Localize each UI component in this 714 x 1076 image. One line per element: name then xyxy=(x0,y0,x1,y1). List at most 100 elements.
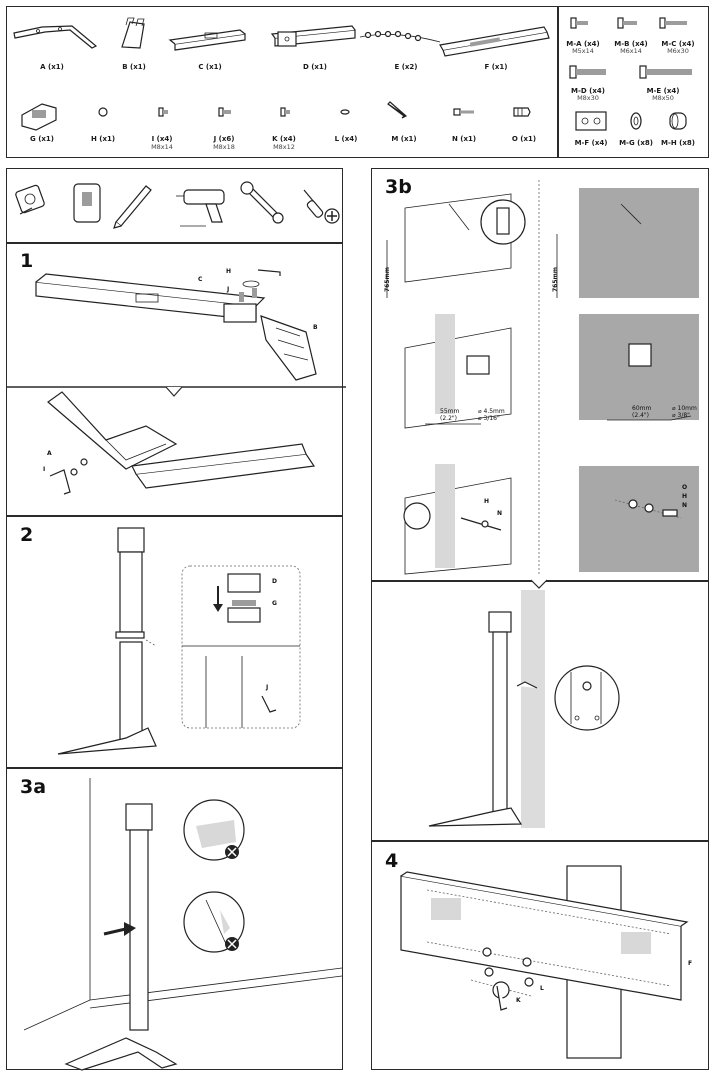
step-1-tag-a: A xyxy=(47,450,52,457)
step-2-tag-j: J xyxy=(266,684,269,691)
hw-ma-icon xyxy=(570,17,588,29)
part-a-label: A (x1) xyxy=(40,63,64,71)
step-1-tag-b: B xyxy=(313,324,318,331)
part-h-icon xyxy=(98,107,108,117)
hw-mb-icon xyxy=(617,17,637,29)
step-3b-tag-o: O xyxy=(682,484,688,491)
step-3b-tag-h-right: H xyxy=(682,493,688,500)
hw-mg-icon xyxy=(630,112,642,130)
hw-mf-label: M-F (x4) xyxy=(574,139,608,147)
step-3a-number: 3a xyxy=(20,776,47,798)
part-n-icon xyxy=(453,108,474,116)
part-i-icon xyxy=(158,107,168,117)
part-l-label: L (x4) xyxy=(334,135,358,143)
step-1-illustration xyxy=(6,269,346,495)
step-3a-illustration xyxy=(23,778,343,1071)
step-3b-tag-n-left: N xyxy=(497,510,503,517)
part-m-icon xyxy=(387,101,408,119)
part-h-label: H (x1) xyxy=(90,135,116,143)
part-c-icon xyxy=(168,29,246,51)
step-1-divider xyxy=(7,515,342,517)
step-3b-tag-h-left: H xyxy=(484,498,490,505)
hw-mh-icon xyxy=(669,112,687,130)
hw-mc-icon xyxy=(659,17,687,29)
parts-divider xyxy=(557,7,559,157)
parts-illustrations xyxy=(13,17,692,131)
part-k-label: K (x4) xyxy=(272,135,296,143)
drill-icon xyxy=(176,189,225,227)
screwdriver-icon xyxy=(303,189,340,224)
drill-left-dia-in: ⌀ 3/16" xyxy=(478,415,500,422)
step-4-tag-k: K xyxy=(516,997,521,1004)
part-a-icon xyxy=(13,25,98,49)
part-j-size: M8x18 xyxy=(213,143,235,151)
hw-me-label: M-E (x4) xyxy=(646,87,680,95)
part-n-label: N (x1) xyxy=(451,135,477,143)
step-2-divider xyxy=(7,767,342,769)
part-k-icon xyxy=(280,107,290,117)
step-3b-mount-illustration xyxy=(428,579,620,828)
part-b-label: B (x1) xyxy=(122,63,146,71)
tools-divider xyxy=(7,242,342,244)
step-4-tag-l: L xyxy=(540,985,544,992)
hw-mf-icon xyxy=(575,111,607,131)
wrench-icon xyxy=(240,181,284,224)
stud-finder-icon xyxy=(73,183,101,223)
step-3b-height-right: 765mm xyxy=(552,266,559,292)
drill-right-dia: ⌀ 10mm xyxy=(672,405,697,412)
part-e-label: E (x2) xyxy=(394,63,418,71)
step-1-tag-h: H xyxy=(226,268,232,275)
step-1-tag-c: C xyxy=(198,276,203,283)
step-4-divider xyxy=(372,840,708,842)
part-j-icon xyxy=(218,107,231,117)
step-3b-height-left: 765mm xyxy=(384,266,391,292)
left-column-frame xyxy=(6,168,343,1070)
step-4-illustration xyxy=(400,865,689,1059)
step-4-tag-f: F xyxy=(688,960,693,967)
part-b-icon xyxy=(121,17,145,49)
drill-right-dia-in: ⌀ 3/8" xyxy=(672,412,690,419)
part-k-size: M8x12 xyxy=(273,143,295,151)
hw-mc-size: M6x30 xyxy=(667,47,689,55)
drill-left-depth-in: (2.2") xyxy=(440,415,457,422)
step-1-tag-i: I xyxy=(43,466,46,473)
part-e-icon xyxy=(359,30,441,43)
part-g-label: G (x1) xyxy=(30,135,54,143)
hw-me-size: M8x50 xyxy=(652,94,674,102)
part-j-label: J (x6) xyxy=(213,135,235,143)
drill-left-depth: 55mm xyxy=(440,408,460,415)
step-3b-illustration xyxy=(386,180,699,576)
hw-md-label: M-D (x4) xyxy=(571,87,605,95)
part-d-label: D (x1) xyxy=(302,63,328,71)
part-i-label: I (x4) xyxy=(151,135,173,143)
parts-panel xyxy=(6,6,709,158)
part-o-label: O (x1) xyxy=(511,135,537,143)
drill-right-depth-in: (2.4") xyxy=(632,412,649,419)
hw-md-size: M8x30 xyxy=(577,94,599,102)
tape-measure-icon xyxy=(15,184,45,215)
hw-mb-size: M6x14 xyxy=(620,47,642,55)
step-3b-tag-n-right: N xyxy=(682,502,688,509)
tools-row xyxy=(15,181,340,229)
step-2-tag-d: D xyxy=(272,578,277,585)
hw-md-icon xyxy=(569,65,606,79)
step-3b-number: 3b xyxy=(385,176,412,198)
step-2-illustration xyxy=(57,527,301,755)
part-i-size: M8x14 xyxy=(151,143,173,151)
step-4-number: 4 xyxy=(385,850,399,872)
hw-mb-label: M-B (x4) xyxy=(614,40,648,48)
part-d-icon xyxy=(270,25,356,47)
part-l-icon xyxy=(340,109,350,115)
part-f-icon xyxy=(439,26,550,57)
hw-me-icon xyxy=(639,65,692,79)
hw-ma-label: M-A (x4) xyxy=(566,40,600,48)
hw-mc-label: M-C (x4) xyxy=(661,40,695,48)
step-2-tag-g: G xyxy=(272,600,277,607)
step-1-number: 1 xyxy=(20,250,34,272)
hw-ma-size: M5x14 xyxy=(572,47,594,55)
part-f-label: F (x1) xyxy=(484,63,508,71)
step-1-tag-j: J xyxy=(227,286,230,293)
part-c-label: C (x1) xyxy=(198,63,222,71)
drill-right-depth: 60mm xyxy=(632,405,652,412)
part-g-icon xyxy=(21,103,57,131)
